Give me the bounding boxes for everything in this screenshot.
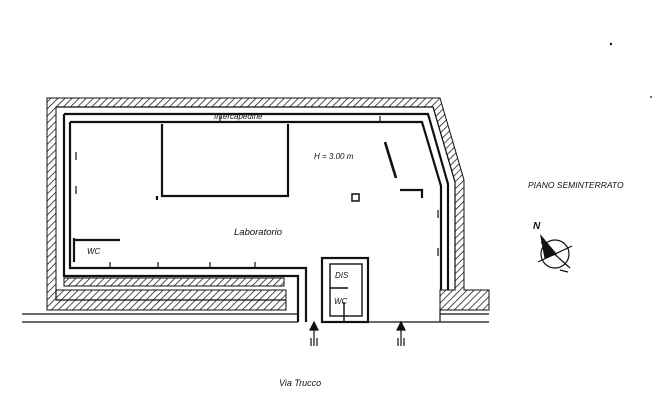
dis-wc-block — [320, 256, 370, 324]
north-label: N — [533, 221, 541, 232]
street-label: Via Trucco — [279, 378, 321, 388]
north-arrow-icon — [537, 233, 573, 273]
label-intercapedine: Intercapedine — [214, 112, 263, 121]
plan-title: PIANO SEMINTERRATO — [528, 180, 624, 190]
label-dis: DIS — [335, 271, 349, 280]
label-wc-left: WC — [87, 247, 101, 256]
label-height: H = 3.00 m — [314, 152, 354, 161]
cavity-strip — [63, 277, 285, 287]
cavity-walls — [55, 106, 456, 322]
wall-ticks — [75, 116, 439, 268]
label-wc-small: WC — [334, 297, 348, 306]
mark-dot — [609, 42, 613, 46]
mark-dot — [650, 96, 652, 98]
pillar — [351, 193, 360, 202]
entrance-arrow-icon — [309, 320, 319, 346]
interior-partitions — [72, 124, 424, 262]
entrance-arrow-icon — [396, 320, 406, 346]
label-laboratorio: Laboratorio — [234, 227, 282, 238]
frontage-line — [22, 310, 489, 323]
